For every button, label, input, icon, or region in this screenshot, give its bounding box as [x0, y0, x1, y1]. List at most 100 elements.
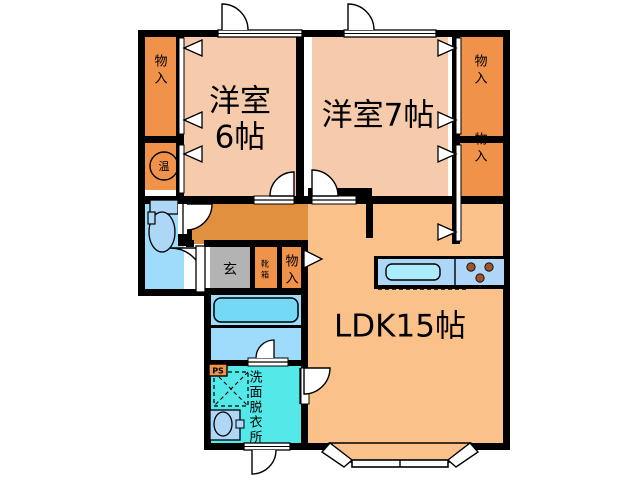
balcony-window-ldk	[320, 442, 480, 468]
door-entrance-leaf	[195, 245, 206, 293]
vanity-basin	[213, 411, 233, 437]
stove-burner-2	[484, 262, 494, 272]
sanitary-char-2: 面	[249, 386, 262, 401]
door-entrance	[169, 245, 206, 293]
wall-genkan-shoebox-div	[250, 246, 255, 292]
closet-entry-char-2: 入	[285, 272, 298, 287]
washitsu7-floor	[312, 36, 448, 200]
wall-right-outer	[503, 30, 510, 450]
sanitary-char-5: 所	[249, 431, 262, 446]
closet-bed7-bot-track	[455, 144, 462, 242]
water-heater-circle	[149, 151, 179, 181]
wall-washitsu7-bottom	[304, 196, 510, 204]
water-heater-label: 温	[159, 160, 170, 173]
door-sanitary-swing	[303, 367, 331, 395]
wall-ldk-stub	[366, 204, 373, 238]
wall-closet-bed6-divider	[144, 136, 184, 143]
shoe-box-char-1: 靴	[261, 259, 269, 269]
kitchen-unit	[378, 259, 504, 290]
window-washitsu7	[343, 3, 437, 38]
room-labels: 洋室 6帖 洋室7帖 LDK15帖 洗 面 脱 衣 所 物 入 物 入 物 入 …	[154, 55, 487, 446]
vanity-faucet	[235, 419, 245, 429]
wall-shoebox-closet-div	[277, 246, 282, 292]
ldk-label: LDK15帖	[334, 309, 466, 345]
shoe-box-char-2: 箱	[261, 270, 269, 280]
closet-bed7-top-char-1: 物	[474, 55, 487, 70]
closet-entry-char-1: 物	[285, 255, 298, 270]
closet-door-arrows	[178, 37, 462, 270]
bathtub	[213, 297, 299, 323]
wall-genkan-top	[204, 240, 308, 247]
ldk-floor	[308, 204, 504, 446]
wall-kitchen-left	[374, 256, 380, 288]
pipe-shaft-box	[208, 363, 228, 377]
washitsu6-floor	[184, 36, 296, 200]
door-bath	[247, 339, 289, 367]
sanitary-fixtures: PS	[208, 363, 249, 441]
closet-bed7-bot-char-2: 入	[474, 150, 487, 165]
wall-kitchen-top	[374, 256, 504, 260]
wall-toilet-bottom	[138, 289, 210, 296]
door-washitsu6-swing	[269, 171, 295, 197]
door-washitsu7	[311, 169, 357, 205]
kitchen-sink	[385, 263, 441, 281]
closet-bed6-char-1: 物	[154, 55, 167, 70]
bathtub-fixture	[213, 297, 299, 323]
shoe-box-fill	[254, 246, 278, 292]
sanitary-char-4: 衣	[249, 415, 262, 431]
wall-kitchen-bottom	[374, 284, 504, 289]
closet-bed7-bot-arrow-2	[437, 222, 458, 242]
door-toilet-swing	[185, 203, 213, 231]
balcony-flap-left	[320, 442, 354, 468]
wall-washitsu6-bottom	[144, 196, 304, 204]
closet-bed7-top-fill	[460, 36, 504, 136]
closet-bed7-top-arrow-1	[437, 38, 458, 58]
water-heater-icon: 温	[149, 151, 179, 181]
wall-ldk-notch-top	[308, 188, 372, 196]
wall-top-outer	[138, 30, 510, 37]
door-sanitary	[299, 367, 331, 405]
toilet-fixture	[147, 199, 179, 253]
toilet-flush-handle	[147, 211, 156, 225]
openings	[169, 3, 480, 475]
door-washitsu7-swing	[311, 169, 339, 197]
closet-bed6-arrow-1	[182, 38, 203, 58]
door-toilet	[178, 203, 213, 234]
washitsu6-label-line2: 6帖	[215, 120, 266, 156]
stove-burner-1	[466, 262, 476, 272]
window-sanitary-swing	[251, 449, 277, 475]
closet-bed7-top-arrow-2	[437, 110, 458, 130]
closet-bed6-arrow-2	[182, 110, 203, 130]
washitsu7-label: 洋室7帖	[322, 98, 435, 134]
window-washitsu7-swing	[347, 3, 375, 31]
window-washitsu6	[217, 3, 303, 38]
wall-closet-bed7-divider	[452, 136, 510, 143]
stove-burner-3	[475, 273, 485, 283]
genkan-label: 玄	[223, 261, 237, 278]
balcony-flap-right	[446, 442, 480, 468]
closet-bed7-bot-arrow-1	[437, 144, 458, 164]
window-washitsu6-swing	[221, 3, 249, 31]
pipe-shaft-label: PS	[212, 367, 224, 376]
heater-niche-arrow	[182, 144, 203, 164]
closet-bed7-top-char-2: 入	[474, 72, 487, 87]
wall-genkan-bottom	[204, 288, 308, 295]
sanitary-char-3: 脱	[249, 401, 262, 416]
door-bath-swing	[255, 339, 275, 359]
window-sanitary	[243, 442, 291, 475]
wall-entrycloset-right	[301, 246, 308, 294]
closet-bed6-char-2: 入	[154, 72, 167, 87]
wall-left-lower	[204, 290, 211, 450]
heater-niche-track	[178, 144, 185, 194]
wall-left-upper	[138, 30, 145, 296]
wall-between-bedrooms	[296, 36, 304, 202]
closet-bed7-top-track	[455, 37, 462, 135]
genkan-fill	[210, 246, 252, 292]
washitsu6-label-line1: 洋室	[209, 84, 271, 120]
closet-bed6-track	[178, 37, 185, 135]
closet-bed7-bot-char-1: 物	[474, 133, 487, 148]
washer-cross-b	[213, 371, 249, 407]
closet-entry-arrow	[303, 248, 324, 270]
